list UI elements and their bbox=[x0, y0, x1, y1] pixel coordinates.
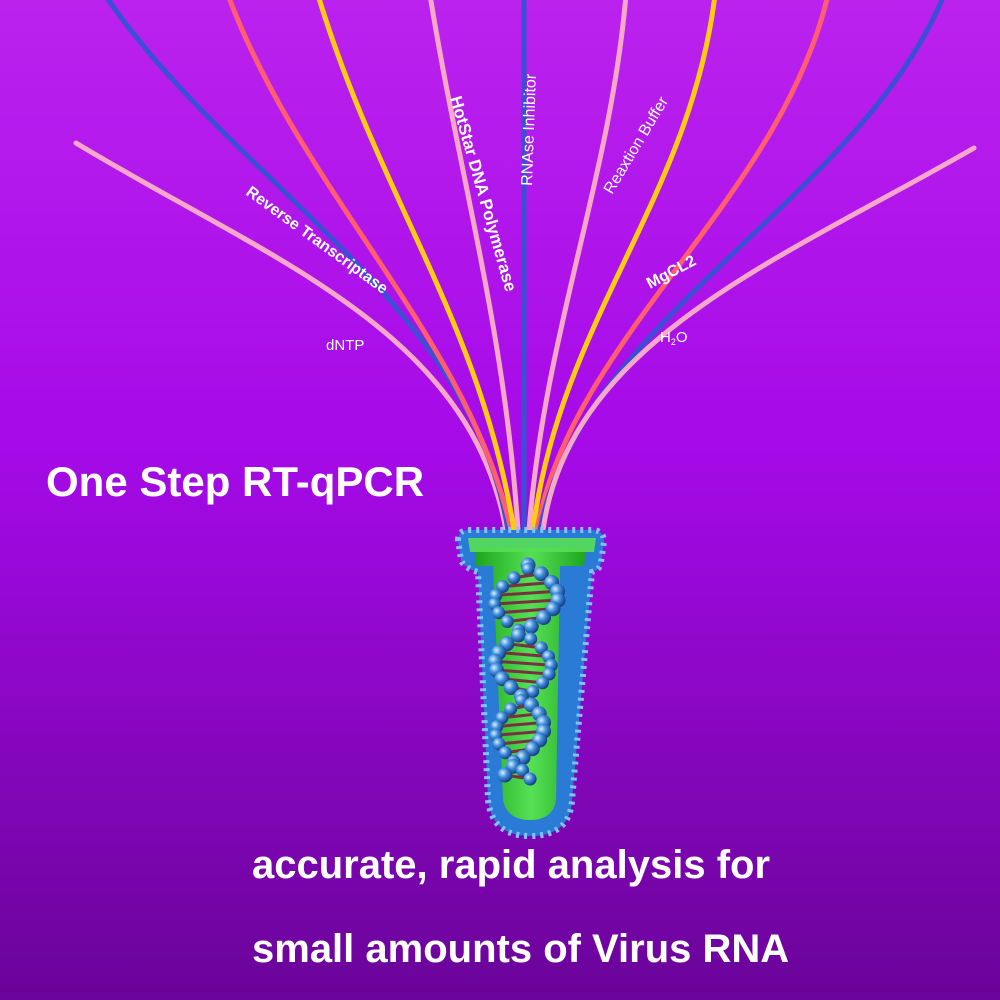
tagline-line-2: small amounts of Virus RNA bbox=[252, 927, 790, 971]
label-water: H2O bbox=[660, 329, 688, 347]
label-water-subscript: 2 bbox=[671, 337, 676, 347]
dna-bead bbox=[497, 767, 513, 783]
tagline-line-1: accurate, rapid analysis for bbox=[252, 843, 771, 887]
dna-bead bbox=[496, 580, 510, 593]
line-yellow-right bbox=[530, 0, 717, 533]
dna-bead bbox=[500, 615, 514, 628]
dna-bead bbox=[533, 566, 549, 582]
dna-bead bbox=[523, 618, 539, 634]
line-pink-center-right bbox=[526, 0, 629, 533]
dna-rung bbox=[495, 659, 552, 667]
dna-rung bbox=[498, 607, 554, 615]
line-pink-center-left bbox=[428, 0, 521, 533]
dna-rung bbox=[494, 598, 559, 606]
line-dntp bbox=[73, 140, 509, 533]
dna-bead bbox=[504, 702, 518, 716]
dna-bead bbox=[492, 606, 506, 620]
dna-rung bbox=[498, 651, 549, 658]
dna-helix bbox=[487, 557, 566, 786]
dna-rung bbox=[495, 729, 544, 737]
tube-cap-band bbox=[468, 538, 596, 552]
dna-bead bbox=[526, 685, 540, 698]
dna-bead bbox=[498, 746, 512, 760]
dna-bead bbox=[523, 772, 537, 786]
page-title: One Step RT-qPCR bbox=[46, 458, 425, 505]
dna-bead bbox=[536, 676, 550, 690]
line-coral-right bbox=[534, 0, 830, 533]
line-yellow-left bbox=[316, 0, 517, 533]
label-water-h: H bbox=[660, 329, 671, 346]
label-water-o: O bbox=[676, 329, 688, 346]
dna-rung bbox=[495, 589, 558, 597]
dna-bead bbox=[534, 641, 548, 655]
dna-bead bbox=[507, 571, 521, 585]
dna-bead bbox=[503, 680, 519, 695]
label-rnase-inhibitor: RNAse Inhibitor bbox=[519, 73, 540, 186]
dna-rung bbox=[496, 721, 544, 728]
dna-bead bbox=[536, 610, 552, 625]
dna-bead bbox=[515, 763, 529, 777]
line-water bbox=[540, 145, 977, 533]
line-coral-left bbox=[227, 0, 514, 533]
dna-bead bbox=[510, 627, 526, 643]
dna-bead bbox=[524, 632, 538, 646]
label-dntp: dNTP bbox=[326, 337, 364, 354]
reagent-lines bbox=[73, 0, 977, 533]
dna-rung bbox=[496, 668, 550, 676]
dna-bead bbox=[521, 562, 535, 576]
dna-rung bbox=[502, 581, 552, 588]
dna-bead bbox=[545, 601, 561, 617]
